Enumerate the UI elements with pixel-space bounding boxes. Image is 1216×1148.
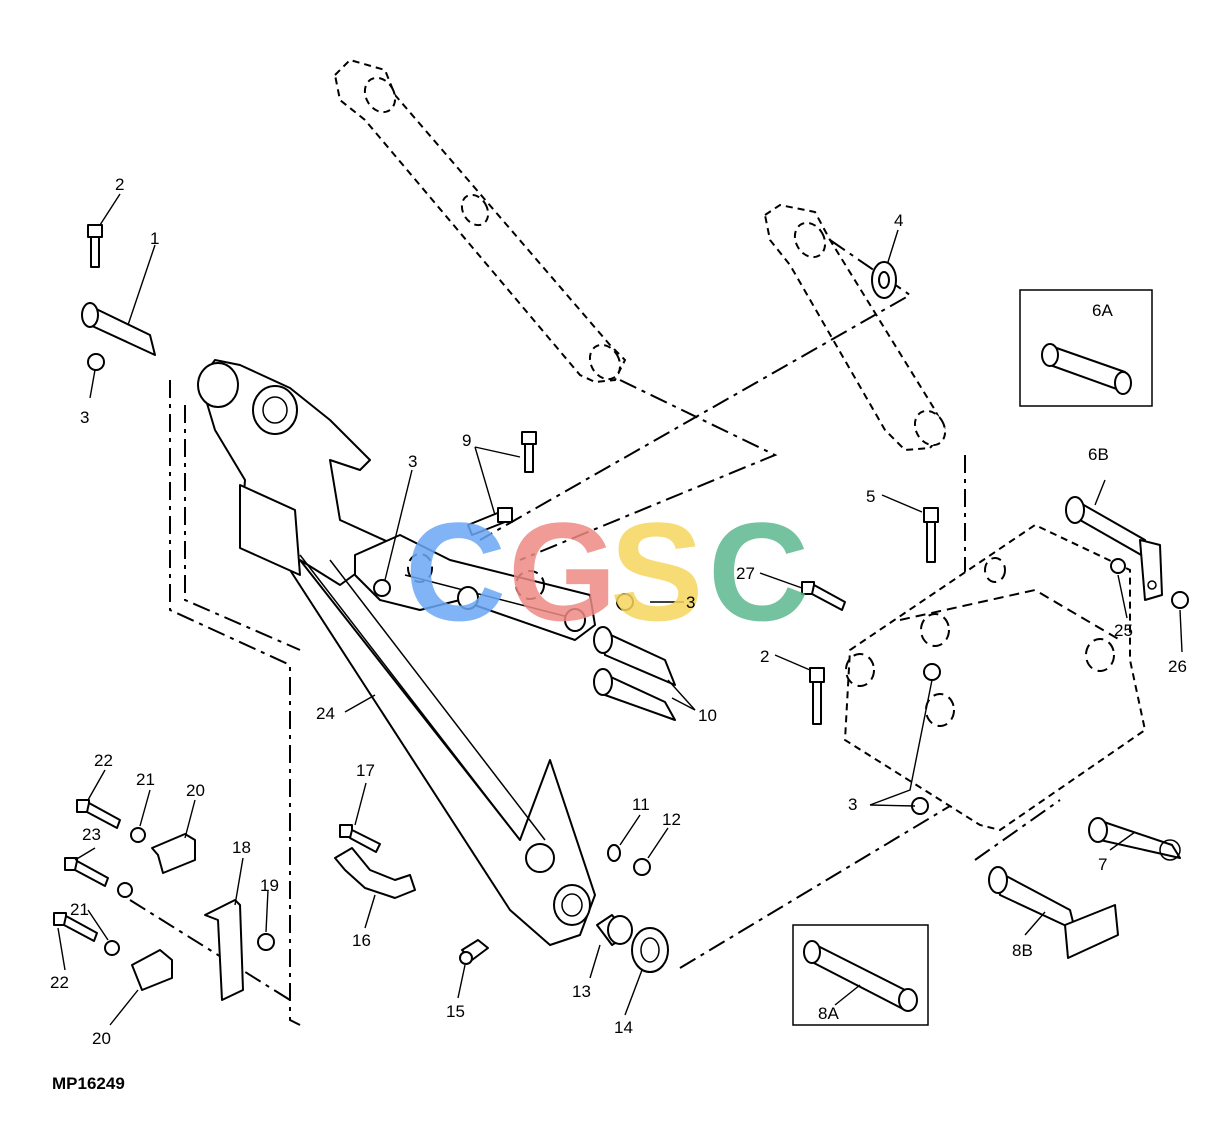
washer-25 xyxy=(1110,558,1126,574)
washer-4 xyxy=(871,261,897,299)
bolt-5 xyxy=(923,507,939,563)
bolt-17 xyxy=(339,824,381,853)
callout-16: 16 xyxy=(352,931,371,950)
clip-20-upper xyxy=(151,833,196,874)
washer-21-mid xyxy=(117,882,133,898)
washer-21-lower xyxy=(104,940,120,956)
nut-3-center xyxy=(616,593,634,611)
callout-19: 19 xyxy=(260,876,279,895)
callout-3: 3 xyxy=(848,795,857,814)
callout-9: 9 xyxy=(462,431,471,450)
callout-4: 4 xyxy=(894,211,903,230)
watermark-letter-c2: C xyxy=(708,493,809,650)
callout-17: 17 xyxy=(356,761,375,780)
callout-2: 2 xyxy=(115,175,124,194)
washer-21-upper xyxy=(130,827,146,843)
nut-3-center-left xyxy=(373,579,391,597)
watermark-letter-c1: C xyxy=(405,493,506,650)
inset-box-8a xyxy=(792,924,929,1026)
watermark-letter-s: S xyxy=(610,493,703,650)
bolt-2-top xyxy=(87,224,103,268)
callout-7: 7 xyxy=(1098,855,1107,874)
callout-6a: 6A xyxy=(1092,301,1113,320)
bracket-plate xyxy=(354,534,596,641)
washer-11 xyxy=(607,844,621,862)
upper-left-cylinder-phantom xyxy=(333,58,627,384)
callout-18: 18 xyxy=(232,838,251,857)
nut-12 xyxy=(633,858,651,876)
callout-1: 1 xyxy=(150,229,159,248)
callout-21: 21 xyxy=(70,900,89,919)
callout-10: 10 xyxy=(698,706,717,725)
callout-21: 21 xyxy=(136,770,155,789)
callout-labels: 1 2 3 3 3 2 3 4 5 6A 6B 7 8A 8B 9 10 11 … xyxy=(50,175,1187,1048)
callout-8b: 8B xyxy=(1012,941,1033,960)
callout-20: 20 xyxy=(92,1029,111,1048)
callout-27: 27 xyxy=(736,564,755,583)
watermark-cgsc: C G S C xyxy=(405,493,809,650)
bolt-9-angled xyxy=(467,507,513,536)
callout-5: 5 xyxy=(866,487,875,506)
callout-22: 22 xyxy=(94,751,113,770)
callout-12: 12 xyxy=(662,810,681,829)
callout-11: 11 xyxy=(632,795,650,814)
callout-23: 23 xyxy=(82,825,101,844)
washer-14 xyxy=(631,927,669,973)
callout-20: 20 xyxy=(186,781,205,800)
bushing-13 xyxy=(596,914,633,946)
callout-22: 22 xyxy=(50,973,69,992)
pins-10 xyxy=(593,626,676,721)
bolt-22-lower xyxy=(53,912,98,942)
callout-14: 14 xyxy=(614,1018,633,1037)
pin-6b xyxy=(1065,496,1163,601)
callout-3: 3 xyxy=(686,593,695,612)
callout-8a: 8A xyxy=(818,1004,839,1023)
nut-3-left xyxy=(87,353,105,371)
grease-fitting-15 xyxy=(459,939,489,965)
watermark-letter-g: G xyxy=(508,493,617,650)
bolt-22-upper xyxy=(76,799,121,829)
figure-reference-id: MP16249 xyxy=(52,1074,125,1093)
mount-frame-phantom xyxy=(843,523,1147,832)
nut-19 xyxy=(257,933,275,951)
bolt-9-vertical xyxy=(521,431,537,473)
bolt-23 xyxy=(64,857,109,887)
callout-6b: 6B xyxy=(1088,445,1109,464)
pin-1 xyxy=(81,302,156,356)
callout-25: 25 xyxy=(1114,621,1133,640)
pin-7 xyxy=(1088,817,1181,861)
callout-13: 13 xyxy=(572,982,591,1001)
callout-2: 2 xyxy=(760,647,769,666)
clip-20-lower xyxy=(131,949,173,991)
inset-box-6a xyxy=(1019,289,1153,407)
callout-24: 24 xyxy=(316,704,335,723)
pin-8b xyxy=(988,866,1119,959)
bracket-18 xyxy=(204,899,244,1001)
callout-3: 3 xyxy=(80,408,89,427)
callout-15: 15 xyxy=(446,1002,465,1021)
bolt-2-right xyxy=(809,667,825,725)
boom-arm xyxy=(197,359,596,946)
callout-3: 3 xyxy=(408,452,417,471)
nut-26 xyxy=(1171,591,1189,609)
callout-26: 26 xyxy=(1168,657,1187,676)
upper-right-cylinder-phantom xyxy=(763,203,947,452)
nut-3-right-upper xyxy=(923,663,941,681)
clamp-16 xyxy=(334,847,416,899)
